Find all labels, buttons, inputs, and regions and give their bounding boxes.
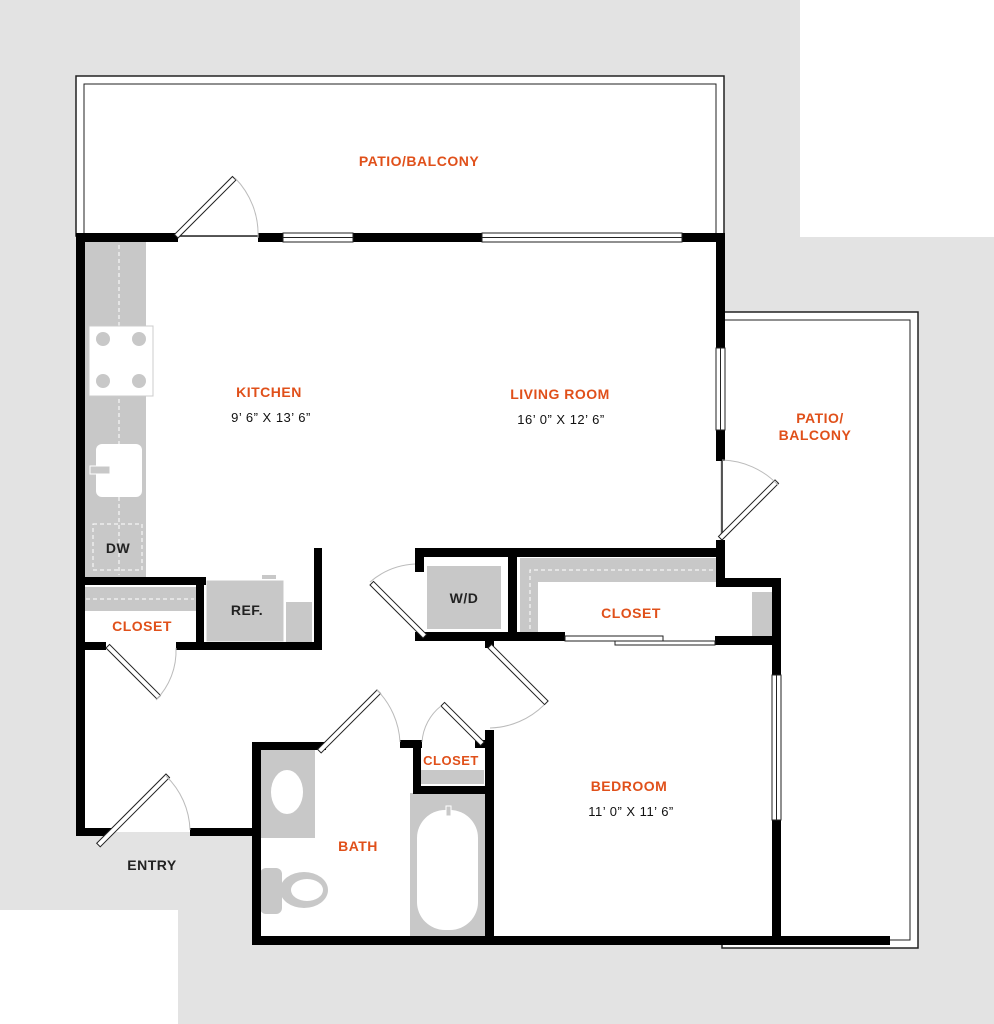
refrigerator (205, 579, 285, 643)
bath-label: BATH (338, 838, 378, 854)
entry-closet-label: CLOSET (112, 618, 172, 634)
sink-icon (89, 444, 142, 497)
hall-closet-label: CLOSET (423, 753, 479, 768)
toilet-icon (260, 868, 328, 914)
living-room-dimensions: 16’ 0” X 12’ 6” (517, 412, 604, 427)
entry-label: ENTRY (127, 857, 177, 873)
door-hall-closet[interactable] (421, 701, 485, 747)
kitchen-dimensions: 9’ 6” X 13’ 6” (231, 410, 311, 425)
doors (95, 175, 780, 848)
door-entry-closet[interactable] (105, 643, 177, 701)
windows (282, 232, 782, 821)
door-patio-top[interactable] (173, 175, 259, 239)
patio-top (75, 75, 725, 237)
bedroom-closet-label: CLOSET (601, 605, 661, 621)
bath-sink-icon (271, 770, 303, 814)
door-patio-right[interactable] (717, 459, 780, 541)
bedroom-dimensions: 11’ 0” X 11’ 6” (588, 804, 674, 819)
patio-right-label-2: BALCONY (779, 427, 852, 443)
kitchen-label: KITCHEN (236, 384, 302, 400)
door-bath[interactable] (316, 689, 401, 754)
living-room-label: LIVING ROOM (510, 386, 610, 402)
bathtub-icon (410, 793, 486, 940)
bedroom-label: BEDROOM (591, 778, 668, 794)
dishwasher-label: DW (106, 540, 131, 556)
door-bedroom[interactable] (487, 643, 549, 729)
dishwasher (92, 523, 143, 571)
kitchen-counter (84, 241, 146, 577)
door-laundry[interactable] (369, 563, 428, 639)
refrigerator-label: REF. (231, 602, 263, 618)
patio-top-label: PATIO/BALCONY (359, 153, 479, 169)
washer-dryer-label: W/D (450, 590, 479, 606)
stove-icon (88, 325, 154, 397)
patio-right-label-1: PATIO/ (796, 410, 844, 426)
door-entry[interactable] (95, 773, 191, 848)
washer-dryer (427, 566, 501, 629)
